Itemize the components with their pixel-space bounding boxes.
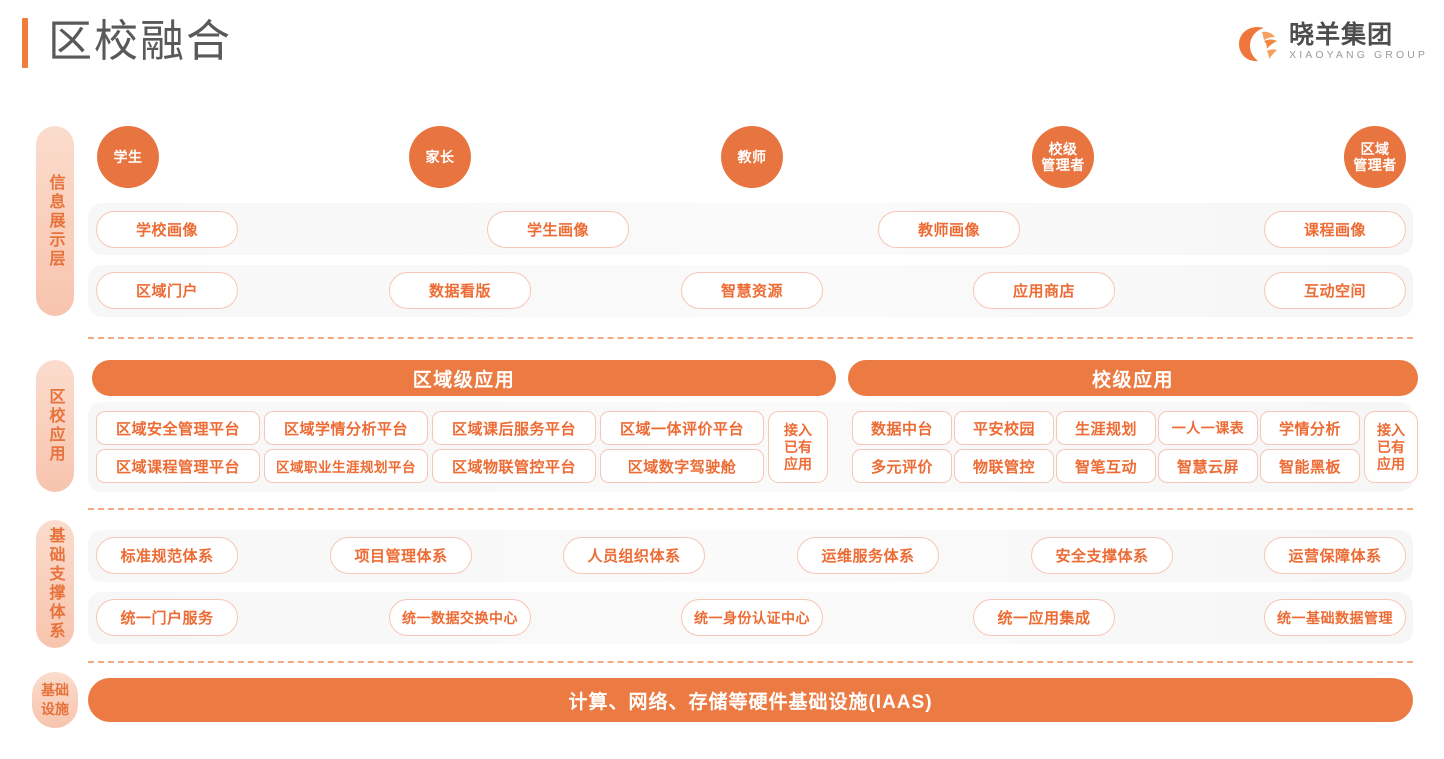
role-circle-teacher: 教师 xyxy=(721,126,783,188)
district-app-learning-analysis-platform[interactable]: 区域学情分析平台 xyxy=(264,411,428,445)
role-circle-district-admin: 区域 管理者 xyxy=(1344,126,1406,188)
sheep-swirl-icon xyxy=(1239,26,1278,62)
school-app-career-planning[interactable]: 生涯规划 xyxy=(1056,411,1156,445)
support-item-unified-portal-service[interactable]: 统一门户服务 xyxy=(96,599,238,636)
school-app-iot-control[interactable]: 物联管控 xyxy=(954,449,1054,483)
brand-logo: 晓羊集团 XIAOYANG GROUP xyxy=(1234,16,1428,68)
info-item-teacher-portrait[interactable]: 教师画像 xyxy=(878,211,1020,248)
divider-support-infra xyxy=(88,661,1413,663)
support-item-operation-guarantee[interactable]: 运营保障体系 xyxy=(1264,537,1406,574)
role-circle-parent: 家长 xyxy=(409,126,471,188)
logo-name-en: XIAOYANG GROUP xyxy=(1289,49,1428,61)
support-item-personnel-organization[interactable]: 人员组织体系 xyxy=(563,537,705,574)
school-apps-header: 校级应用 xyxy=(848,360,1418,396)
info-item-school-portrait[interactable]: 学校画像 xyxy=(96,211,238,248)
layer-label-district-school-apps: 区校应用 xyxy=(36,360,74,492)
school-app-smart-cloud-screen[interactable]: 智慧云屏 xyxy=(1158,449,1258,483)
district-apps-header: 区域级应用 xyxy=(92,360,836,396)
info-item-district-portal[interactable]: 区域门户 xyxy=(96,272,238,309)
layer-label-info-display: 信息展示层 xyxy=(36,126,74,316)
role-circle-school-admin: 校级 管理者 xyxy=(1032,126,1094,188)
infrastructure-bar: 计算、网络、存储等硬件基础设施(IAAS) xyxy=(88,678,1413,722)
info-row1-band xyxy=(88,203,1413,255)
district-app-integrated-evaluation-platform[interactable]: 区域一体评价平台 xyxy=(600,411,764,445)
district-app-course-management-platform[interactable]: 区域课程管理平台 xyxy=(96,449,260,483)
divider-apps-support xyxy=(88,508,1413,510)
logo-text: 晓羊集团 XIAOYANG GROUP xyxy=(1289,22,1428,62)
support-item-standard-system[interactable]: 标准规范体系 xyxy=(96,537,238,574)
logo-name-cn: 晓羊集团 xyxy=(1289,21,1394,49)
info-item-interactive-space[interactable]: 互动空间 xyxy=(1264,272,1406,309)
info-item-app-store[interactable]: 应用商店 xyxy=(973,272,1115,309)
support-item-unified-app-integration[interactable]: 统一应用集成 xyxy=(973,599,1115,636)
layer-label-infrastructure: 基础 设施 xyxy=(32,672,78,728)
page-header: 区校融合 晓羊集团 XIAOYANG GROUP xyxy=(0,0,1444,92)
district-app-afterschool-service-platform[interactable]: 区域课后服务平台 xyxy=(432,411,596,445)
school-app-learning-analysis[interactable]: 学情分析 xyxy=(1260,411,1360,445)
school-app-smart-blackboard[interactable]: 智能黑板 xyxy=(1260,449,1360,483)
support-item-unified-identity-auth[interactable]: 统一身份认证中心 xyxy=(681,599,823,636)
divider-info-apps xyxy=(88,337,1413,339)
layer-label-foundation-support: 基础支撑体系 xyxy=(36,520,74,648)
support-item-security-support[interactable]: 安全支撑体系 xyxy=(1031,537,1173,574)
school-existing-app-access-box[interactable]: 接入 已有 应用 xyxy=(1364,411,1418,483)
district-existing-app-access-box[interactable]: 接入 已有 应用 xyxy=(768,411,828,483)
district-app-iot-control-platform[interactable]: 区域物联管控平台 xyxy=(432,449,596,483)
school-app-one-person-one-timetable[interactable]: 一人一课表 xyxy=(1158,411,1258,445)
support-item-unified-base-data-management[interactable]: 统一基础数据管理 xyxy=(1264,599,1406,636)
district-app-career-planning-platform[interactable]: 区域职业生涯规划平台 xyxy=(264,449,428,483)
info-item-data-board[interactable]: 数据看版 xyxy=(389,272,531,309)
role-circle-student: 学生 xyxy=(97,126,159,188)
page-title: 区校融合 xyxy=(48,17,232,66)
title-accent-bar xyxy=(22,18,28,68)
support-row1-band xyxy=(88,530,1413,582)
support-item-project-management[interactable]: 项目管理体系 xyxy=(330,537,472,574)
info-item-student-portrait[interactable]: 学生画像 xyxy=(487,211,629,248)
info-item-course-portrait[interactable]: 课程画像 xyxy=(1264,211,1406,248)
district-app-digital-cockpit[interactable]: 区域数字驾驶舱 xyxy=(600,449,764,483)
school-app-multi-evaluation[interactable]: 多元评价 xyxy=(852,449,952,483)
support-item-unified-data-exchange[interactable]: 统一数据交换中心 xyxy=(389,599,531,636)
support-item-ops-service[interactable]: 运维服务体系 xyxy=(797,537,939,574)
district-app-security-platform[interactable]: 区域安全管理平台 xyxy=(96,411,260,445)
school-app-smart-pen-interaction[interactable]: 智笔互动 xyxy=(1056,449,1156,483)
school-app-data-midplatform[interactable]: 数据中台 xyxy=(852,411,952,445)
school-app-safe-campus[interactable]: 平安校园 xyxy=(954,411,1054,445)
info-item-smart-resource[interactable]: 智慧资源 xyxy=(681,272,823,309)
